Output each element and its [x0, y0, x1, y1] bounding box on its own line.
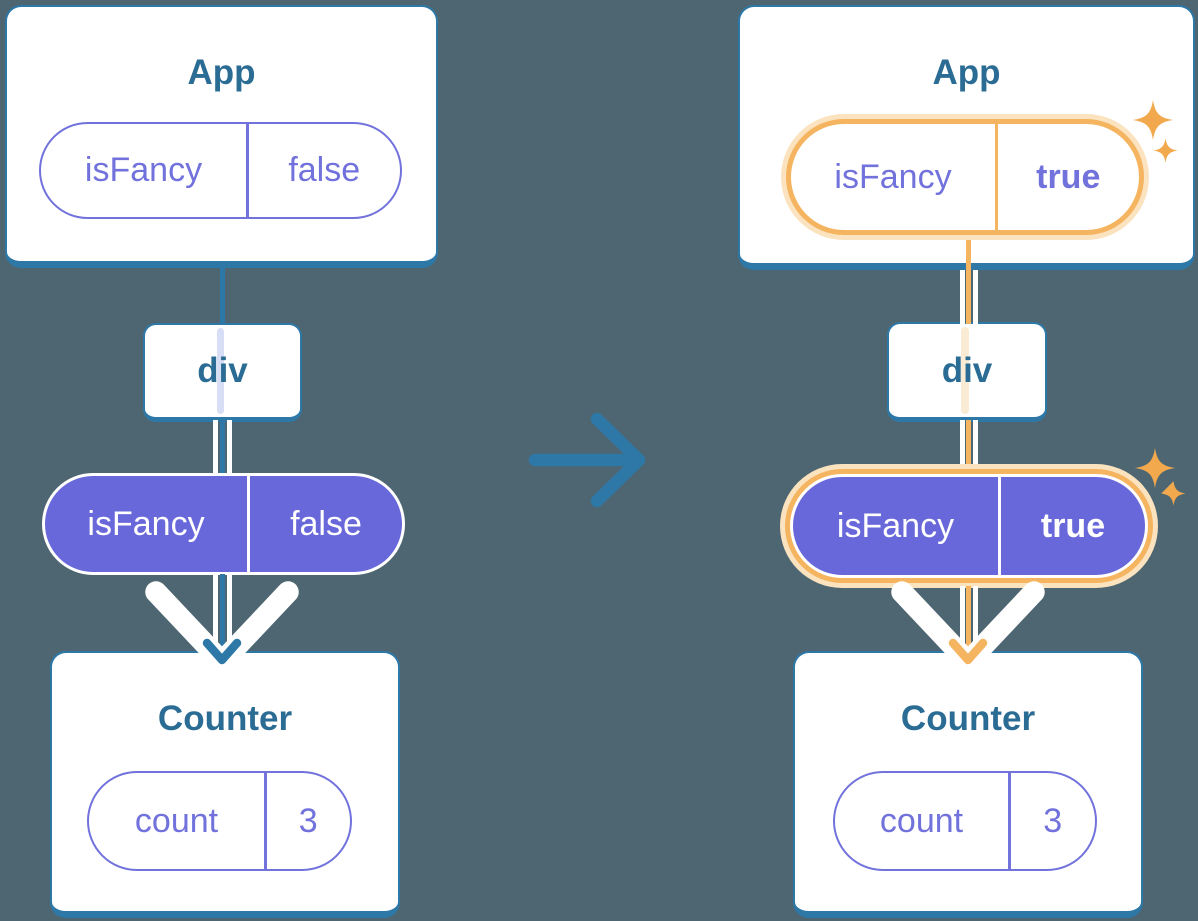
prop-flow-line: [972, 420, 978, 472]
sparkle-icon: [1161, 481, 1186, 506]
arrowhead-icon: [202, 638, 242, 665]
state-name: count: [879, 801, 964, 840]
app-prop-pill: isFancy true: [791, 124, 1139, 230]
prop-flow-faint-line: [217, 328, 224, 414]
div-box: div: [143, 323, 302, 422]
passed-prop-pill: isFancy true: [790, 474, 1148, 578]
sparkle-icon: [1153, 138, 1178, 163]
state-flow-line: [965, 240, 971, 324]
prop-flow-line: [226, 420, 232, 475]
highlight-ring: isFancy true: [780, 464, 1158, 588]
state-flow-line: [965, 586, 971, 654]
div-box: div: [887, 322, 1047, 422]
prop-flow-line: [972, 270, 978, 324]
app-prop-pill: isFancy false: [39, 122, 402, 219]
state-flow-faint-line: [961, 327, 969, 414]
state-value: 3: [298, 801, 318, 840]
state-name: count: [134, 801, 219, 840]
prop-value: false: [288, 151, 361, 189]
prop-name: isFancy: [84, 151, 203, 189]
sparkle-icon: [1135, 448, 1175, 488]
counter-title: Counter: [900, 699, 1036, 738]
prop-flow-line: [959, 270, 965, 324]
transition-arrow-icon: [528, 412, 646, 508]
app-card: App isFancy true: [738, 5, 1195, 270]
prop-name: isFancy: [836, 506, 955, 545]
prop-value: false: [290, 504, 362, 543]
app-title: App: [187, 53, 256, 92]
prop-flow-line: [213, 574, 218, 646]
prop-value: true: [1040, 506, 1106, 545]
counter-title: Counter: [157, 699, 293, 738]
prop-flow-line: [959, 420, 965, 472]
prop-name: isFancy: [834, 157, 952, 196]
tree-edge: [219, 574, 225, 654]
prop-value: true: [1036, 157, 1101, 196]
tree-edge: [219, 420, 225, 475]
state-flow-line: [965, 420, 971, 472]
highlight-ring: isFancy true: [781, 114, 1149, 240]
arrowhead-icon: [948, 638, 988, 665]
pill-divider: [998, 477, 1001, 575]
prop-flow-line: [213, 420, 218, 475]
div-label: div: [941, 350, 993, 390]
pill-divider: [264, 773, 267, 869]
pill-divider: [995, 124, 998, 230]
tree-edge: [219, 267, 225, 324]
prop-name: isFancy: [87, 504, 205, 543]
counter-card: Counter count 3: [793, 651, 1143, 918]
div-label: div: [197, 351, 248, 390]
counter-state-pill: count 3: [833, 771, 1097, 871]
app-card: App isFancy false: [5, 5, 438, 268]
highlight-ring-inner: isFancy true: [786, 119, 1144, 235]
highlight-ring-inner: isFancy true: [785, 469, 1153, 583]
passed-prop-pill: isFancy false: [42, 473, 405, 575]
sparkle-icon: [1133, 100, 1173, 140]
pill-divider: [1008, 773, 1011, 869]
counter-state-pill: count 3: [87, 771, 352, 871]
prop-flow-line: [959, 586, 965, 648]
prop-flow-line: [972, 586, 978, 648]
counter-card: Counter count 3: [50, 651, 400, 918]
pill-divider: [247, 476, 250, 572]
prop-flow-line: [226, 574, 232, 646]
pill-divider: [246, 124, 249, 217]
app-title: App: [932, 53, 1001, 92]
state-value: 3: [1043, 801, 1063, 840]
